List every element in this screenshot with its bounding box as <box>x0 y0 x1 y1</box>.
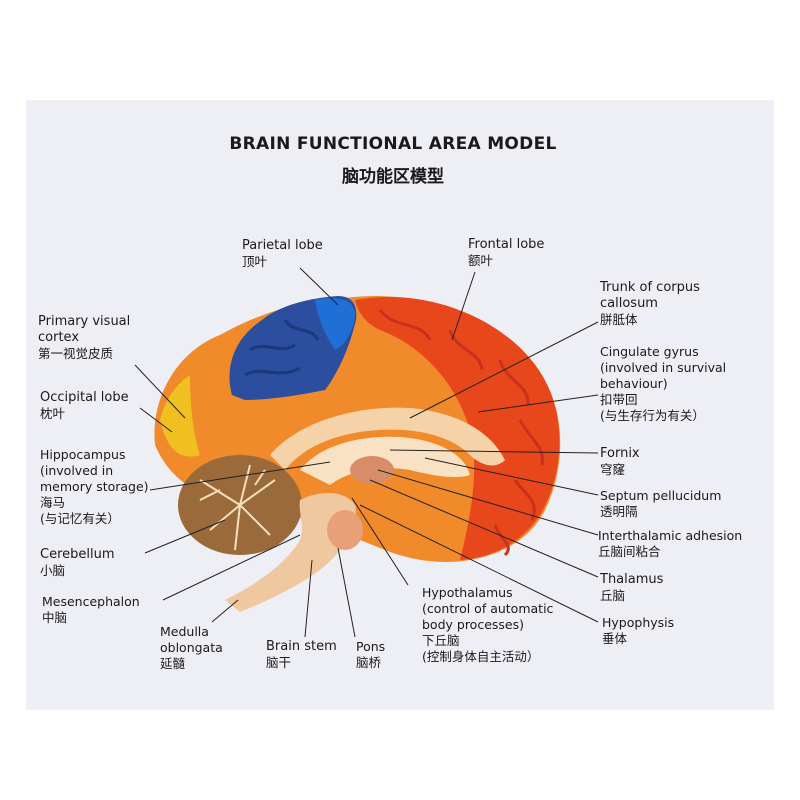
label-cerebellum-zh: 小脑 <box>40 563 66 578</box>
label-hypothalamus-en1: Hypothalamus <box>422 585 513 600</box>
label-frontal-lobe: Frontal lobe 额叶 <box>468 237 544 269</box>
label-thalamus: Thalamus 丘脑 <box>600 572 663 604</box>
label-medulla-zh: 延髓 <box>160 656 186 671</box>
label-hypophysis-zh: 垂体 <box>602 631 628 646</box>
label-cingulate-zh2: (与生存行为有关） <box>600 408 705 423</box>
occipital-lobe-region <box>160 375 200 457</box>
label-septum-en: Septum pellucidum <box>600 488 722 503</box>
label-visual-en2: cortex <box>38 330 80 345</box>
label-hippocampus-en1: Hippocampus <box>40 447 126 462</box>
label-hippocampus: Hippocampus (involved in memory storage)… <box>40 447 149 527</box>
label-interthalamic-zh: 丘脑间粘合 <box>598 544 661 559</box>
leader-cerebellum <box>144 519 226 554</box>
leader-visual <box>134 364 186 419</box>
label-cerebellum-en: Cerebellum <box>40 547 115 562</box>
frontal-gyri <box>378 309 544 557</box>
label-hypothalamus-en3: body processes) <box>422 617 525 632</box>
label-cingulate-en1: Cingulate gyrus <box>600 344 699 359</box>
label-interthalamic-adhesion: Interthalamic adhesion 丘脑间粘合 <box>598 528 742 560</box>
label-trunk-en2: callosum <box>600 296 658 311</box>
pons-shape <box>327 510 363 550</box>
label-cingulate-zh1: 扣带回 <box>600 392 638 407</box>
label-cingulate-gyrus: Cingulate gyrus (involved in survival be… <box>600 344 726 424</box>
label-frontal-zh: 额叶 <box>468 253 494 268</box>
label-occipital-zh: 枕叶 <box>40 406 66 421</box>
label-occipital-en: Occipital lobe <box>40 390 129 405</box>
label-pons-zh: 脑桥 <box>356 655 382 670</box>
label-brainstem-zh: 脑干 <box>266 655 292 670</box>
parietal-gyri <box>244 319 320 377</box>
leader-interthalamic <box>377 469 599 536</box>
leader-mesencephalon <box>162 534 301 601</box>
title-chinese: 脑功能区模型 <box>342 167 444 187</box>
leader-occipital <box>139 407 173 433</box>
label-parietal-lobe: Parietal lobe 顶叶 <box>242 238 323 270</box>
label-fornix: Fornix 穹窿 <box>600 446 640 478</box>
leader-fornix <box>389 449 599 454</box>
label-cingulate-en3: behaviour) <box>600 376 668 391</box>
leader-hypophysis <box>359 504 599 623</box>
frontal-lobe-region <box>355 296 560 560</box>
leader-lines <box>134 267 599 638</box>
label-primary-visual-cortex: Primary visual cortex 第一视觉皮质 <box>38 314 130 362</box>
leader-parietal <box>299 267 339 306</box>
label-hypothalamus-zh2: (控制身体自主活动） <box>422 649 540 664</box>
label-brainstem-en: Brain stem <box>266 639 337 654</box>
label-occipital-lobe: Occipital lobe 枕叶 <box>40 390 129 422</box>
label-mesencephalon-zh: 中脑 <box>42 610 68 625</box>
label-parietal-zh: 顶叶 <box>242 254 268 269</box>
label-septum-zh: 透明隔 <box>600 504 638 519</box>
label-hippocampus-zh1: 海马 <box>40 495 66 510</box>
label-hypophysis: Hypophysis 垂体 <box>602 615 674 647</box>
label-hypothalamus: Hypothalamus (control of automatic body … <box>422 585 553 665</box>
label-cerebellum: Cerebellum 小脑 <box>40 547 115 579</box>
label-hippocampus-zh2: (与记忆有关） <box>40 511 120 526</box>
label-trunk-zh: 胼胝体 <box>600 312 638 327</box>
label-thalamus-zh: 丘脑 <box>600 588 626 603</box>
label-mesencephalon: Mesencephalon 中脑 <box>42 594 140 626</box>
label-medulla-oblongata: Medulla oblongata 延髓 <box>160 624 223 672</box>
label-cingulate-en2: (involved in survival <box>600 360 727 375</box>
label-hypothalamus-en2: (control of automatic <box>422 601 554 616</box>
label-medulla-en2: oblongata <box>160 640 223 655</box>
leader-hippocampus <box>149 461 331 491</box>
label-hippocampus-en2: (involved in <box>40 463 114 478</box>
label-brain-stem: Brain stem 脑干 <box>266 639 337 671</box>
leader-septum <box>424 457 599 496</box>
label-mesencephalon-en: Mesencephalon <box>42 594 140 609</box>
label-medulla-en1: Medulla <box>160 624 209 639</box>
label-pons: Pons 脑桥 <box>356 639 385 671</box>
label-trunk-en1: Trunk of corpus <box>600 280 700 295</box>
label-visual-en1: Primary visual <box>38 314 131 329</box>
thalamus-shape <box>350 456 394 484</box>
label-pons-en: Pons <box>356 639 386 654</box>
label-thalamus-en: Thalamus <box>600 572 664 587</box>
leader-trunk <box>409 321 599 419</box>
leader-medulla <box>211 599 239 623</box>
label-septum-pellucidum: Septum pellucidum 透明隔 <box>600 488 721 520</box>
label-parietal-en: Parietal lobe <box>242 238 323 253</box>
title-english: BRAIN FUNCTIONAL AREA MODEL <box>229 134 557 154</box>
label-interthalamic-en: Interthalamic adhesion <box>598 528 743 543</box>
label-frontal-en: Frontal lobe <box>468 237 545 252</box>
label-hypophysis-en: Hypophysis <box>602 615 675 630</box>
brain-stem-shape <box>225 493 356 612</box>
leader-hypothalamus <box>351 497 409 586</box>
label-hippocampus-en3: memory storage) <box>40 479 149 494</box>
leader-pons <box>337 547 356 638</box>
label-visual-zh: 第一视觉皮质 <box>38 346 114 361</box>
label-hypothalamus-zh1: 下丘脑 <box>422 633 460 648</box>
parietal-highlight <box>315 298 355 350</box>
leader-brainstem <box>304 559 313 638</box>
label-fornix-en: Fornix <box>600 446 640 461</box>
label-fornix-zh: 穹窿 <box>600 462 626 477</box>
label-trunk-corpus-callosum: Trunk of corpus callosum 胼胝体 <box>600 280 700 328</box>
leader-cingulate <box>477 394 599 413</box>
cerebellum-arbor <box>199 464 276 551</box>
leader-frontal <box>451 271 476 341</box>
leader-thalamus <box>369 479 599 578</box>
corpus-callosum-shape <box>270 407 505 470</box>
